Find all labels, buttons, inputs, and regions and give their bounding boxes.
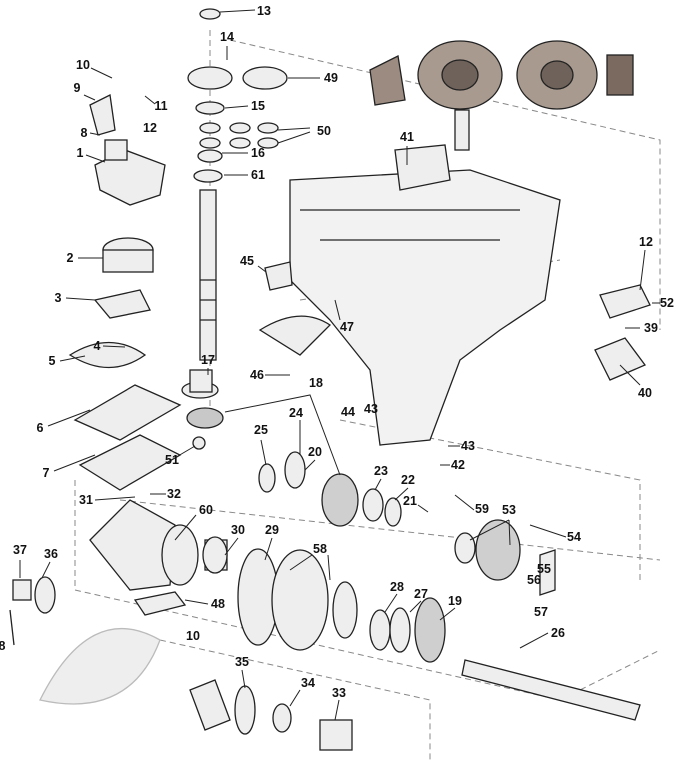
callout-16: 16 xyxy=(251,146,265,160)
callout-17: 17 xyxy=(201,353,215,367)
gearcase-housing xyxy=(289,169,561,446)
callout-11: 11 xyxy=(154,99,168,113)
callout-41: 41 xyxy=(400,130,414,144)
callout-20: 20 xyxy=(308,445,322,459)
callout-44: 44 xyxy=(341,405,355,419)
callout-54: 54 xyxy=(567,530,581,544)
callout-6: 6 xyxy=(36,421,44,435)
callout-5: 5 xyxy=(48,354,56,368)
callout-37: 37 xyxy=(13,543,27,557)
callout-42: 42 xyxy=(451,458,465,472)
callout-48: 48 xyxy=(211,597,225,611)
driveshaft xyxy=(199,189,217,361)
callout-46: 46 xyxy=(250,368,264,382)
callout-53: 53 xyxy=(502,503,516,517)
callout-12-right: 12 xyxy=(639,235,653,249)
callout-2: 2 xyxy=(66,251,74,265)
callout-3: 3 xyxy=(54,291,62,305)
callout-22: 22 xyxy=(401,473,415,487)
callout-27: 27 xyxy=(414,587,428,601)
callout-4: 4 xyxy=(93,339,101,353)
callout-50: 50 xyxy=(317,124,331,138)
callout-12: 12 xyxy=(143,121,157,135)
callout-8-lower: 8 xyxy=(0,639,6,653)
callout-36: 36 xyxy=(44,547,58,561)
callout-21: 21 xyxy=(403,494,417,508)
callout-52: 52 xyxy=(660,296,674,310)
guide-lines xyxy=(74,30,661,760)
callout-8: 8 xyxy=(80,126,88,140)
callout-25: 25 xyxy=(254,423,268,437)
callout-56: 56 xyxy=(527,573,541,587)
callout-9: 9 xyxy=(73,81,81,95)
callout-57: 57 xyxy=(534,605,548,619)
callout-1: 1 xyxy=(76,146,84,160)
callout-18: 18 xyxy=(309,376,323,390)
callout-47: 47 xyxy=(340,320,354,334)
callout-40: 40 xyxy=(638,386,652,400)
right-parts xyxy=(258,109,651,381)
callout-45: 45 xyxy=(240,254,254,268)
gear-set xyxy=(369,40,634,110)
leader-lines xyxy=(19,9,660,721)
callout-59: 59 xyxy=(475,502,489,516)
callout-29: 29 xyxy=(265,523,279,537)
callout-33: 33 xyxy=(332,686,346,700)
callout-51: 51 xyxy=(165,453,179,467)
callout-23: 23 xyxy=(374,464,388,478)
callout-55: 55 xyxy=(537,562,551,576)
lower-parts xyxy=(9,451,641,751)
callout-49: 49 xyxy=(324,71,338,85)
callout-24: 24 xyxy=(289,406,303,420)
callout-13: 13 xyxy=(257,4,271,18)
callout-19: 19 xyxy=(448,594,462,608)
callout-43: 43 xyxy=(364,402,378,416)
upper-parts xyxy=(68,8,288,491)
callout-43-lower: 43 xyxy=(461,439,475,453)
callout-15: 15 xyxy=(251,99,265,113)
callout-34: 34 xyxy=(301,676,315,690)
callout-39: 39 xyxy=(644,321,658,335)
callout-61: 61 xyxy=(251,168,265,182)
callout-58: 58 xyxy=(313,542,327,556)
callout-26: 26 xyxy=(551,626,565,640)
callout-60: 60 xyxy=(199,503,213,517)
callout-28: 28 xyxy=(390,580,404,594)
callout-30: 30 xyxy=(231,523,245,537)
callout-32: 32 xyxy=(167,487,181,501)
callout-7: 7 xyxy=(42,466,50,480)
callout-10: 10 xyxy=(76,58,90,72)
callout-35: 35 xyxy=(235,655,249,669)
callout-31: 31 xyxy=(79,493,93,507)
callout-14: 14 xyxy=(220,30,234,44)
callout-10-lower: 10 xyxy=(186,629,200,643)
